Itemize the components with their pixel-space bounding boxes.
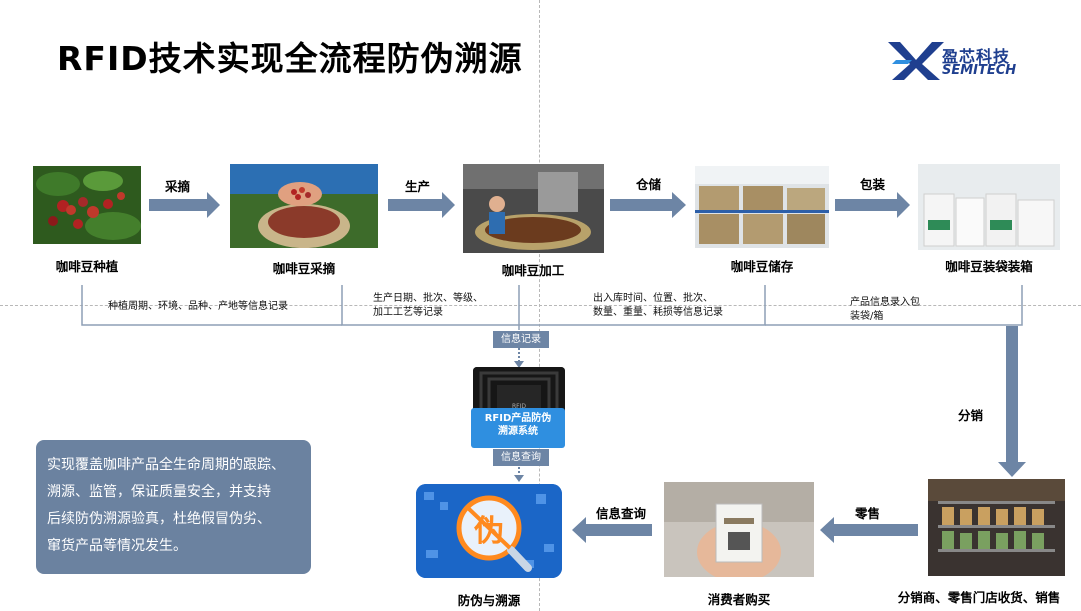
arrow-label-store: 仓储 — [636, 177, 662, 192]
arrow-distribute — [998, 326, 1026, 477]
info-production-2: 加工工艺等记录 — [373, 307, 443, 318]
stage-label-planting: 咖啡豆种植 — [55, 259, 119, 274]
info-packing-1: 产品信息录入包 — [850, 297, 920, 308]
arrow-label-distribute: 分销 — [958, 408, 984, 423]
rfid-system-box: RFID产品防伪 溯源系统 — [471, 408, 565, 448]
stage-label-storage: 咖啡豆储存 — [730, 259, 794, 274]
arrow-label-produce: 生产 — [405, 179, 431, 194]
stage-label-packing: 咖啡豆装袋装箱 — [945, 259, 1033, 274]
label-anticounterfeit: 防伪与溯源 — [457, 593, 521, 608]
rfid-system-name-1: RFID产品防伪 — [484, 413, 552, 424]
summary-callout: 实现覆盖咖啡产品全生命周期的跟踪、 溯源、监管，保证质量安全，并支持 后续防伪溯… — [36, 440, 311, 574]
info-storage-1: 出入库时间、位置、批次、 — [593, 293, 713, 304]
arrow-produce — [388, 192, 455, 218]
stage-label-processing: 咖啡豆加工 — [501, 263, 565, 278]
semitech-logo-icon — [888, 42, 944, 80]
stage-label-picking: 咖啡豆采摘 — [272, 261, 336, 276]
info-storage-2: 数量、重量、耗损等信息记录 — [593, 307, 723, 318]
arrow-pick — [149, 192, 220, 218]
arrow-retail — [820, 517, 918, 543]
callout-line-2: 溯源、监管，保证质量安全，并支持 — [47, 484, 271, 500]
photo-retailer — [928, 479, 1065, 576]
photo-planting — [33, 166, 141, 244]
label-retailer: 分销商、零售门店收货、销售 — [897, 590, 1061, 605]
info-production-1: 生产日期、批次、等级、 — [373, 293, 483, 304]
info-record-tag: 信息记录 — [493, 331, 549, 348]
callout-line-1: 实现覆盖咖啡产品全生命周期的跟踪、 — [47, 457, 285, 473]
callout-line-3: 后续防伪溯源验真，杜绝假冒伪劣、 — [47, 511, 271, 527]
logo-cn-text: 盈芯科技 — [942, 47, 1011, 66]
page-title: RFID技术实现全流程防伪溯源 — [57, 39, 523, 78]
info-query-tag: 信息查询 — [493, 449, 549, 466]
photo-packing — [918, 164, 1060, 250]
arrow-label-pick: 采摘 — [165, 179, 191, 194]
photo-picking — [230, 164, 378, 248]
guide-line-horizontal — [0, 305, 1081, 306]
photo-consumer — [664, 482, 814, 577]
arrow-label-pack: 包装 — [860, 177, 886, 192]
anticounterfeit-image: 伪 — [416, 484, 562, 578]
callout-line-4: 窜货产品等情况发生。 — [47, 538, 187, 554]
arrow-label-query: 信息查询 — [596, 506, 647, 521]
rfid-chip-text: RFID — [511, 403, 526, 410]
rfid-system-name-2: 溯源系统 — [498, 426, 538, 437]
arrow-query-left — [572, 517, 652, 543]
arrow-label-retail: 零售 — [855, 506, 881, 521]
arrow-store — [610, 192, 686, 218]
photo-storage — [695, 166, 829, 248]
label-consumer: 消费者购买 — [707, 592, 771, 607]
fake-glyph-icon: 伪 — [474, 514, 504, 549]
arrow-pack — [835, 192, 910, 218]
info-planting: 种植周期、环境、品种、产地等信息记录 — [108, 301, 288, 312]
info-packing-2: 装袋/箱 — [850, 311, 884, 322]
logo-en-text: SEMITECH — [942, 63, 1017, 78]
photo-processing — [463, 164, 604, 253]
